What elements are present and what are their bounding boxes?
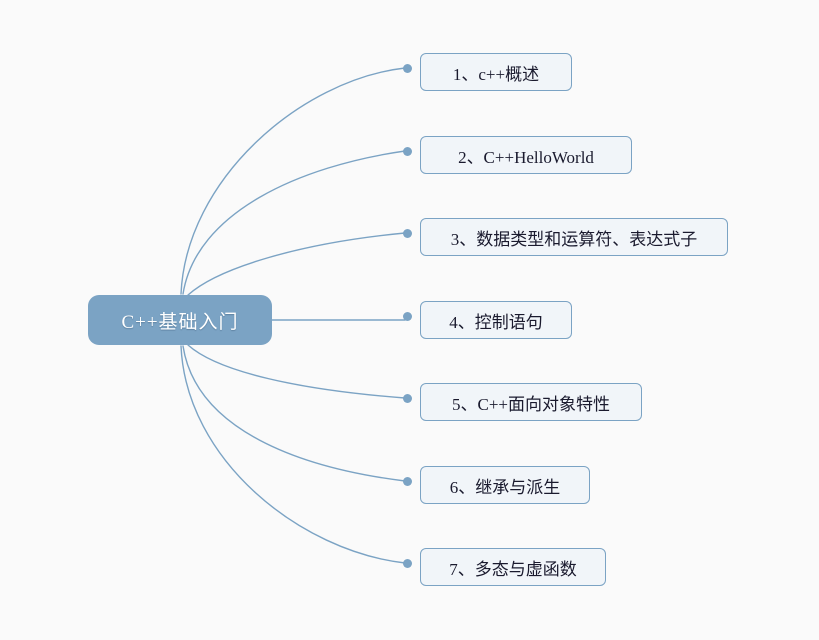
- branch-node-3[interactable]: 3、数据类型和运算符、表达式子: [420, 218, 728, 256]
- branch-node-label: 6、继承与派生: [449, 477, 561, 497]
- branch-node-1[interactable]: 1、c++概述: [420, 53, 572, 91]
- branch-node-2[interactable]: 2、C++HelloWorld: [420, 136, 632, 174]
- branch-node-label: 7、多态与虚函数: [449, 559, 577, 579]
- branch-bullet-5: [403, 394, 412, 403]
- root-to-branch-6: [182, 345, 406, 482]
- root-to-branch-5: [187, 344, 406, 399]
- branch-node-label: 3、数据类型和运算符、表达式子: [450, 229, 698, 249]
- branch-node-5[interactable]: 5、C++面向对象特性: [420, 383, 642, 421]
- root-to-branch-3: [187, 232, 406, 296]
- branch-node-label: 1、c++概述: [452, 64, 540, 84]
- branch-node-4[interactable]: 4、控制语句: [420, 301, 572, 339]
- root-to-branch-2: [182, 150, 406, 295]
- branch-bullet-2: [403, 147, 412, 156]
- branch-bullet-7: [403, 559, 412, 568]
- branch-node-6[interactable]: 6、继承与派生: [420, 466, 590, 504]
- branch-node-7[interactable]: 7、多态与虚函数: [420, 548, 606, 586]
- branch-node-label: 5、C++面向对象特性: [451, 394, 610, 414]
- root-to-branch-1: [180, 67, 406, 295]
- root-node-label: C++基础入门: [121, 311, 239, 333]
- root-to-branch-7: [180, 345, 406, 564]
- branch-node-label: 2、C++HelloWorld: [458, 147, 594, 167]
- branch-node-label: 4、控制语句: [449, 312, 543, 332]
- root-node[interactable]: C++基础入门: [88, 295, 272, 345]
- branch-bullet-6: [403, 477, 412, 486]
- branch-bullet-1: [403, 64, 412, 73]
- branch-bullet-3: [403, 229, 412, 238]
- branch-bullet-4: [403, 312, 412, 321]
